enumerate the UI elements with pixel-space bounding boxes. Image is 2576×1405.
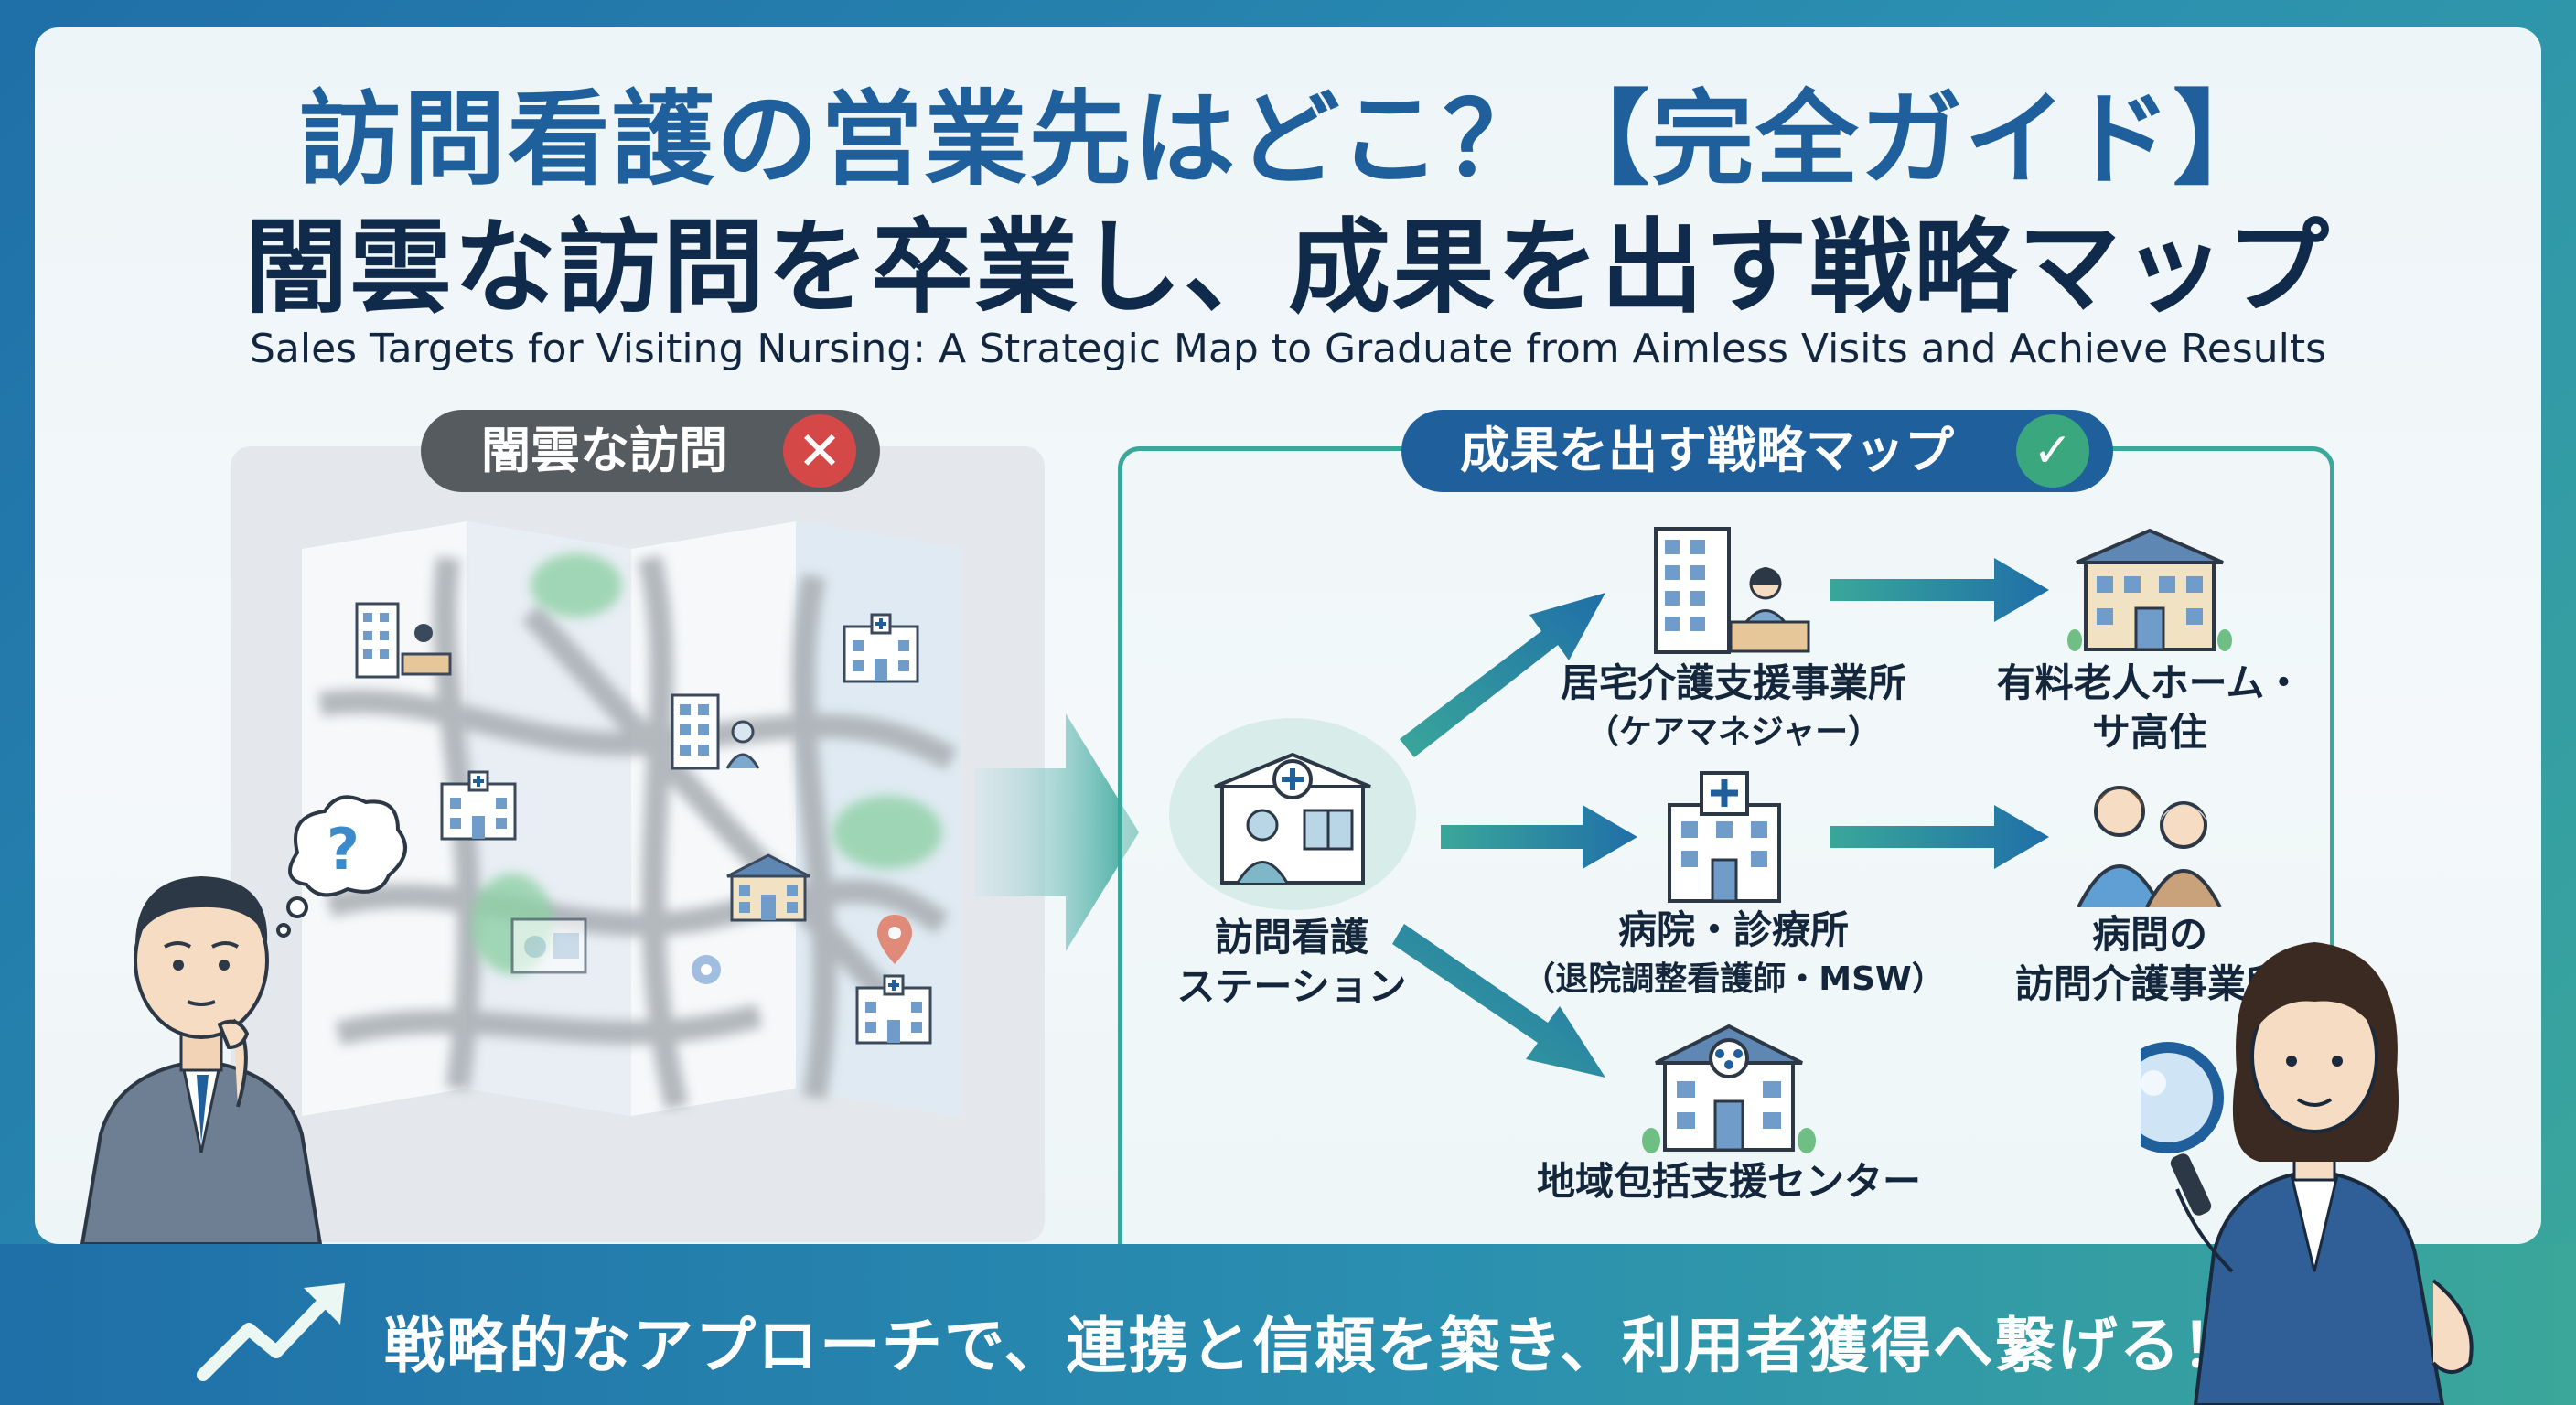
hospital-icon-map-2 bbox=[440, 770, 517, 841]
care-office-icon bbox=[355, 602, 452, 679]
caregiver-elderly-icon bbox=[2077, 786, 2222, 907]
nursing-home-label: 有料老人ホーム・ サ高住 bbox=[1996, 660, 2303, 755]
hospital-icon-map-1 bbox=[843, 613, 919, 683]
consultant-woman-illustration bbox=[2141, 942, 2474, 1405]
home-care-label: 病問の 訪問介護事業所 bbox=[2014, 912, 2284, 1006]
footer-banner bbox=[0, 1244, 2576, 1405]
question-mark-text: ? bbox=[327, 816, 360, 883]
care-manager-office-icon bbox=[1654, 527, 1810, 654]
trend-up-arrow-icon bbox=[197, 1283, 345, 1381]
page-subtitle: Sales Targets for Visiting Nursing: A St… bbox=[249, 326, 2327, 372]
page-title-line1: 訪問看護の営業先はどこ？【完全ガイド】 bbox=[298, 80, 2278, 199]
thought-bubble-icon: ? bbox=[276, 795, 407, 938]
confused-salesman-illustration bbox=[80, 876, 323, 1244]
page-title-line2: 闇雲な訪問を卒業し、成果を出す戦略マップ bbox=[245, 209, 2331, 327]
community-center-label: 地域包括支援センター bbox=[1536, 1159, 1921, 1204]
nursing-station-icon bbox=[1214, 752, 1371, 885]
facility-icon-map bbox=[726, 853, 810, 922]
hospital-icon bbox=[1668, 771, 1781, 903]
map-pin-icon bbox=[877, 915, 912, 964]
check-icon: ✓ bbox=[2016, 414, 2089, 488]
care-office-label: 居宅介護支援事業所 （ケアマネジャー） bbox=[1560, 660, 1906, 751]
hospital-icon-map-3 bbox=[855, 974, 932, 1045]
transition-arrow-icon bbox=[974, 713, 1139, 951]
cross-icon: ✕ bbox=[783, 414, 856, 488]
nursing-home-icon bbox=[2067, 528, 2232, 651]
footer-message: 戦略的なアプローチで、連携と信頼を築き、利用者獲得へ繋げる！ bbox=[384, 1311, 2244, 1381]
station-icon-map bbox=[510, 917, 587, 974]
location-dot-icon bbox=[692, 955, 721, 984]
strategy-map-badge: 成果を出す戦略マップ bbox=[1401, 410, 2113, 492]
community-center-icon bbox=[1642, 1024, 1816, 1153]
office-person-icon bbox=[671, 693, 760, 770]
station-label: 訪問看護 ステーション bbox=[1176, 915, 1407, 1009]
hospital-label: 病院・診療所 （退院調整看護師・MSW） bbox=[1522, 907, 1945, 998]
